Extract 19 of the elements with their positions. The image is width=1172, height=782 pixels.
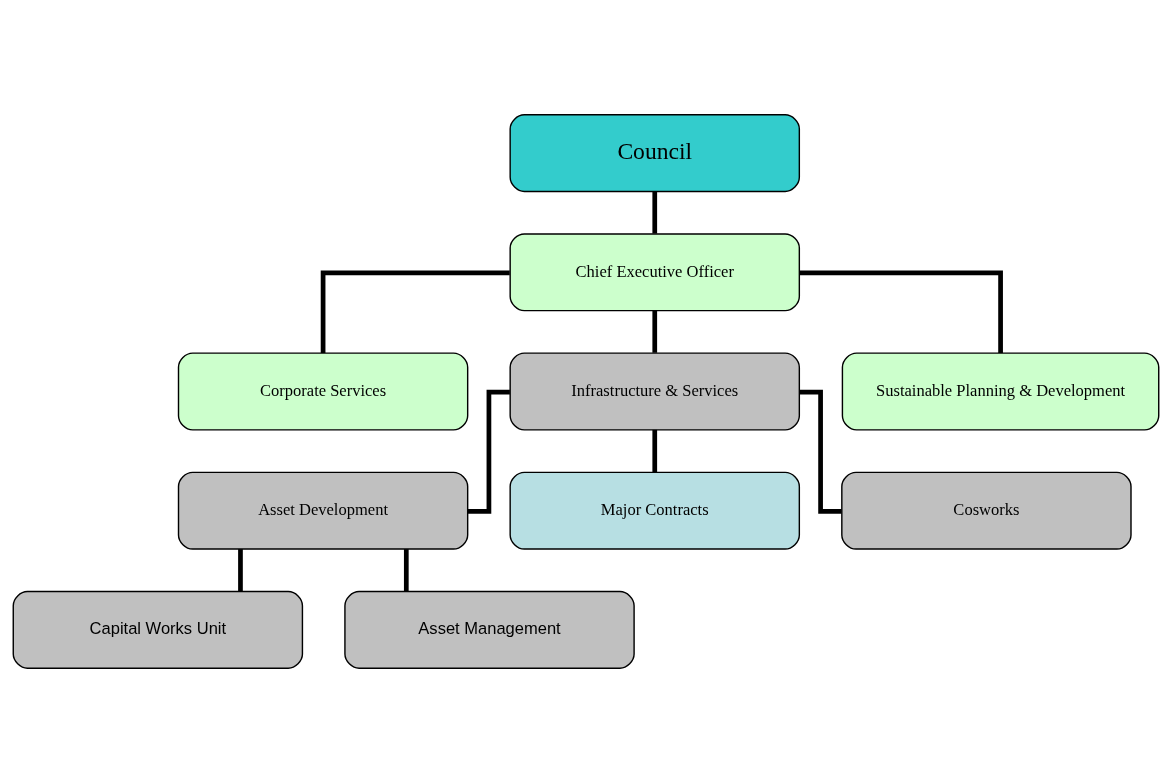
node-box: Cosworks: [841, 471, 1132, 550]
connector: [320, 270, 510, 353]
connector: [799, 270, 1003, 353]
node-box: Chief Executive Officer: [509, 232, 801, 311]
connector: [238, 548, 243, 591]
node-box: Council: [509, 113, 801, 192]
node-box: Asset Development: [177, 471, 469, 550]
connector: [403, 548, 409, 591]
connector: [652, 429, 658, 472]
connector: [652, 310, 658, 353]
node-box: Sustainable Planning & Development: [841, 351, 1160, 431]
node-box: Major Contracts: [509, 471, 801, 550]
node-box: Asset Management: [344, 590, 635, 669]
connector: [652, 190, 658, 234]
connector: [799, 389, 842, 514]
node-box: Infrastructure & Services: [509, 351, 801, 431]
node-box: Capital Works Unit: [12, 590, 304, 669]
connector: [467, 389, 510, 514]
node-box: Corporate Services: [177, 351, 469, 431]
